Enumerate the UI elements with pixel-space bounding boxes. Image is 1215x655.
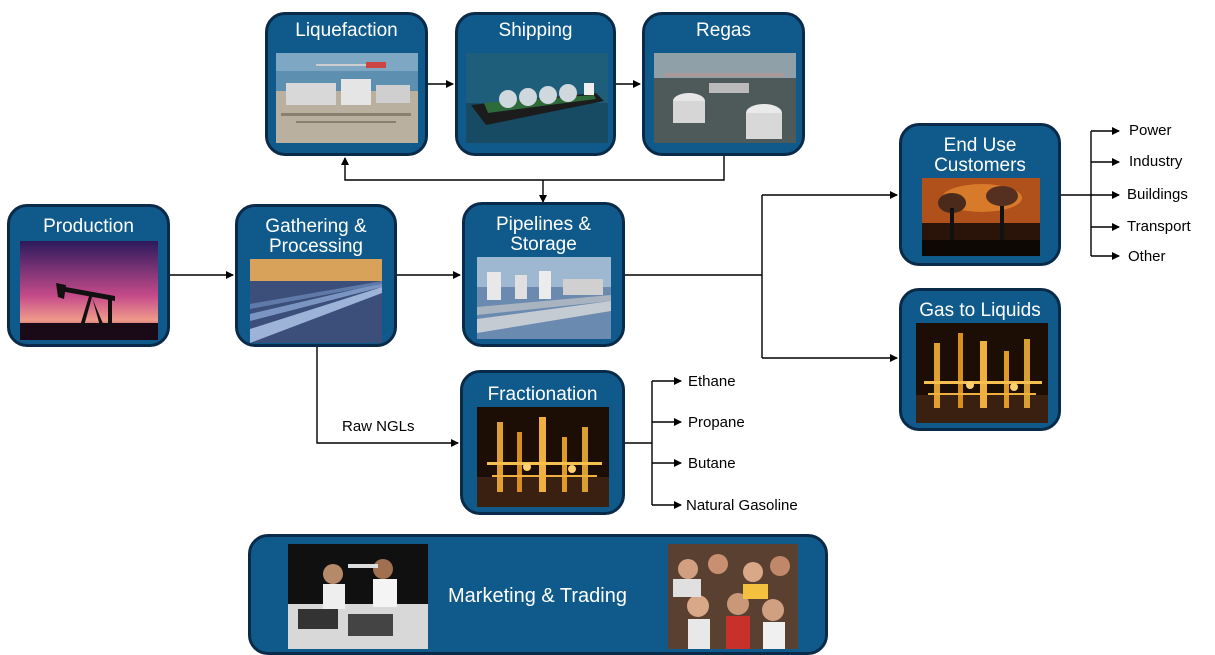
- ngl-product-butane: Butane: [688, 455, 736, 472]
- pipeline-image: [250, 259, 382, 343]
- refinery-night-image-2: [916, 323, 1048, 423]
- end-use-industry: Industry: [1129, 153, 1183, 170]
- node-end-use-customers: End Use Customers: [899, 123, 1061, 266]
- storage-tanks-image: [477, 257, 611, 339]
- trading-floor-image-2: [668, 544, 798, 649]
- node-marketing-title: Marketing & Trading: [448, 585, 627, 607]
- end-use-buildings: Buildings: [1127, 186, 1188, 203]
- lng-tanker-image: [466, 53, 608, 143]
- node-fractionation: Fractionation: [460, 370, 625, 515]
- node-regas-title: Regas: [696, 20, 751, 41]
- lng-loop-line: [341, 156, 725, 181]
- node-shipping: Shipping: [455, 12, 616, 156]
- smokestacks-image: [922, 178, 1040, 256]
- ngl-product-natural-gasoline: Natural Gasoline: [686, 497, 798, 514]
- end-use-power: Power: [1129, 122, 1172, 139]
- node-regas: Regas: [642, 12, 805, 156]
- edge-label-raw-ngls: Raw NGLs: [342, 418, 415, 435]
- node-gathering-title: Gathering & Processing: [265, 216, 367, 257]
- liquefaction-plant-image: [276, 53, 418, 143]
- node-production-title: Production: [43, 216, 134, 237]
- node-liquefaction: Liquefaction: [265, 12, 428, 156]
- ngl-product-propane: Propane: [688, 414, 745, 431]
- refinery-night-image-1: [477, 407, 609, 507]
- node-shipping-title: Shipping: [498, 20, 573, 41]
- oil-pumpjack-image: [20, 241, 158, 340]
- node-fractionation-title: Fractionation: [487, 384, 598, 405]
- node-pipelines-storage: Pipelines & Storage: [462, 202, 625, 347]
- regas-terminal-image: [654, 53, 796, 143]
- ngl-product-ethane: Ethane: [688, 373, 736, 390]
- node-end-use-title: End Use Customers: [934, 135, 1026, 176]
- end-use-other: Other: [1128, 248, 1166, 265]
- trading-floor-image-1: [288, 544, 428, 649]
- arrow-raw-ngls: [316, 345, 459, 447]
- node-gtl-title: Gas to Liquids: [919, 300, 1041, 321]
- node-liquefaction-title: Liquefaction: [295, 20, 398, 41]
- node-production: Production: [7, 204, 170, 347]
- node-pipelines-title: Pipelines & Storage: [495, 214, 592, 255]
- node-gas-to-liquids: Gas to Liquids: [899, 288, 1061, 431]
- node-marketing-trading: Marketing & Trading: [248, 534, 828, 655]
- node-gathering-processing: Gathering & Processing: [235, 204, 397, 347]
- end-use-transport: Transport: [1127, 218, 1191, 235]
